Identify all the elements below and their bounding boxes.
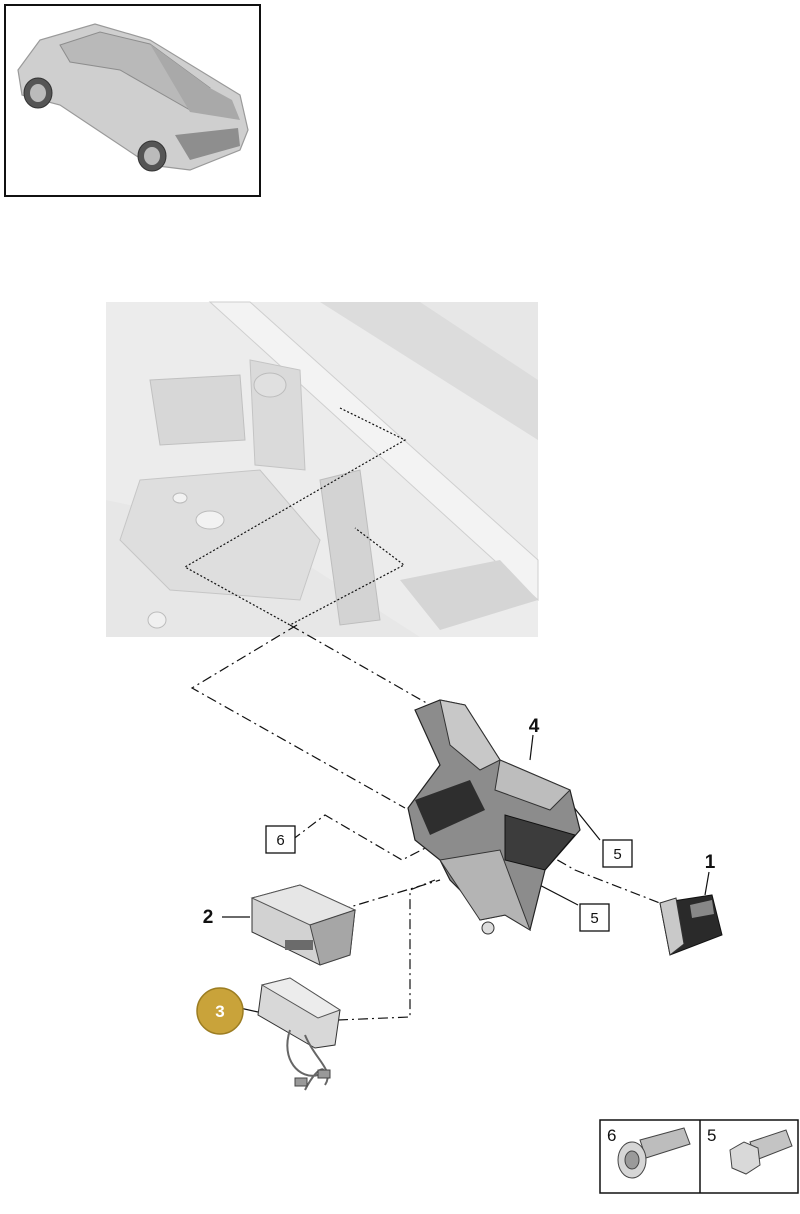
callout-part-5-upper: 5 (602, 839, 633, 868)
vehicle-thumbnail (4, 4, 261, 197)
callout-part-1: 1 (705, 852, 716, 873)
callout-label: 5 (590, 910, 598, 927)
legend-label-left: 6 (607, 1126, 616, 1145)
car-illustration (17, 23, 249, 172)
bracket-part (407, 699, 581, 935)
callout-part-2: 2 (203, 907, 214, 928)
control-module-part-3 (257, 977, 342, 1091)
callout-label: 3 (215, 1002, 224, 1021)
body-panel-view (106, 301, 539, 637)
callout-part-3-highlighted[interactable]: 3 (196, 987, 244, 1035)
callout-label: 4 (529, 716, 540, 737)
callout-part-6: 6 (265, 825, 296, 854)
callout-label: 6 (276, 832, 284, 849)
callout-part-4: 4 (529, 716, 540, 737)
control-module-part-1 (659, 894, 723, 956)
legend-label-right: 5 (707, 1126, 716, 1145)
callout-label: 1 (705, 852, 716, 873)
callout-part-5-lower: 5 (579, 903, 610, 932)
callout-label: 5 (613, 846, 621, 863)
flange-bolt-icon (617, 1127, 691, 1179)
hex-bolt-icon (729, 1129, 793, 1175)
fastener-legend: 6 5 (599, 1119, 799, 1194)
callout-label: 2 (203, 907, 214, 928)
control-module-part-2 (250, 884, 357, 966)
